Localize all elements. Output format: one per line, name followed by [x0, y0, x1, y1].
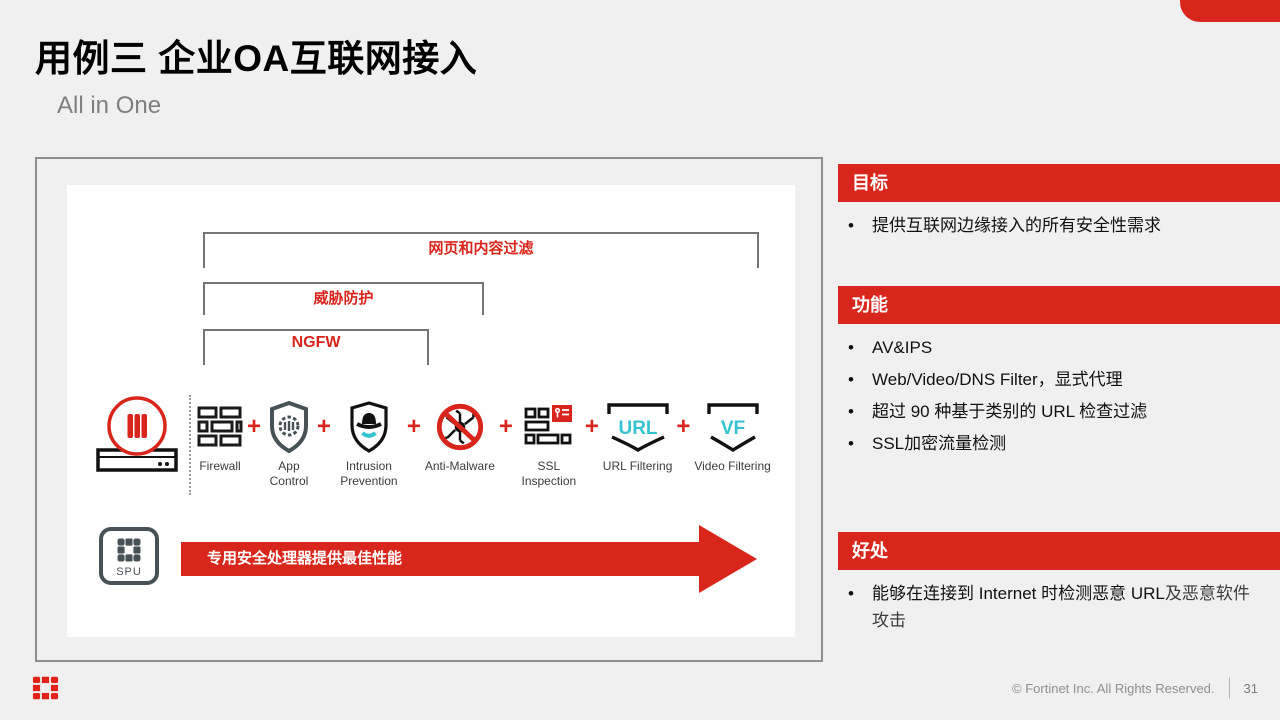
- bracket-web-content-filtering: 网页和内容过滤: [203, 232, 759, 268]
- app-control-icon: [266, 401, 312, 453]
- feature-label: Anti-Malware: [424, 459, 495, 473]
- feature-app-control: App Control: [265, 401, 313, 489]
- vf-icon-text: VF: [720, 418, 744, 439]
- bracket-label: NGFW: [291, 334, 341, 351]
- plus-separator: +: [316, 413, 331, 440]
- list-item: • 超过 90 种基于类别的 URL 检查过滤: [846, 400, 1270, 423]
- spu-chip-icon: SPU: [99, 527, 159, 585]
- bracket-label: 网页和内容过滤: [428, 240, 534, 257]
- feature-url-filtering: URL URL Filtering: [602, 401, 673, 474]
- fortigate-appliance-icon: [95, 395, 179, 473]
- diagram-frame: [35, 157, 823, 662]
- feature-label: Firewall: [199, 459, 241, 473]
- goal-bullet-list: • 提供互联网边缘接入的所有安全性需求: [846, 214, 1270, 246]
- diagram-panel: 网页和内容过滤 威胁防护 NGFW: [67, 185, 795, 637]
- benefits-bullet-list: • 能够在连接到 Internet 时检测恶意 URL及恶意软件攻击: [846, 580, 1260, 643]
- bullet-text-main: 能够在连接到 Internet 时检测恶意 URL: [872, 584, 1165, 603]
- bullet-text: AV&IPS: [872, 338, 933, 357]
- section-heading-text: 目标: [852, 173, 888, 193]
- bullet-dot: •: [848, 584, 854, 603]
- bullet-dot: •: [848, 434, 854, 453]
- video-filtering-icon: VF: [705, 401, 761, 453]
- section-heading-text: 功能: [852, 295, 888, 315]
- copyright-text: © Fortinet Inc. All Rights Reserved.: [1012, 680, 1215, 696]
- feature-label: Video Filtering: [694, 459, 771, 473]
- bullet-text: Web/Video/DNS Filter，显式代理: [872, 370, 1123, 389]
- feature-intrusion-prevention: Intrusion Prevention: [335, 401, 403, 489]
- performance-arrow-text: 专用安全处理器提供最佳性能: [207, 550, 403, 567]
- performance-arrow: 专用安全处理器提供最佳性能: [181, 542, 699, 576]
- section-heading-benefits: 好处: [838, 532, 1280, 570]
- feature-firewall: Firewall: [197, 401, 243, 474]
- bracket-ngfw: NGFW: [203, 329, 429, 365]
- bracket-label: 威胁防护: [313, 290, 374, 307]
- bullet-text: 超过 90 种基于类别的 URL 检查过滤: [872, 402, 1148, 421]
- feature-label: URL Filtering: [602, 459, 673, 473]
- bracket-threat-protection: 威胁防护: [203, 282, 484, 315]
- feature-icon-row: Firewall + App Control +: [197, 401, 771, 489]
- feature-ssl-inspection: SSL Inspection: [517, 401, 581, 489]
- bullet-text: SSL加密流量检测: [872, 434, 1007, 453]
- feature-label: Intrusion Prevention: [340, 459, 398, 488]
- page-title: 用例三 企业OA互联网接入: [35, 38, 478, 79]
- plus-separator: +: [676, 413, 691, 440]
- corner-accent-tab: [1180, 0, 1280, 22]
- performance-arrow-head: [699, 525, 757, 593]
- bullet-dot: •: [848, 216, 854, 235]
- plus-separator: +: [406, 413, 421, 440]
- bullet-text-serif: 及恶意软件攻击: [872, 584, 1250, 630]
- plus-separator: +: [498, 413, 513, 440]
- bullet-text: 能够在连接到 Internet 时检测恶意 URL及恶意软件攻击: [872, 580, 1260, 634]
- url-icon-text: URL: [618, 418, 657, 439]
- firewall-icon: [197, 401, 243, 453]
- intrusion-prevention-icon: [346, 401, 392, 453]
- feature-video-filtering: VF Video Filtering: [694, 401, 771, 474]
- list-item: • Web/Video/DNS Filter，显式代理: [846, 368, 1270, 391]
- bullet-dot: •: [848, 338, 854, 357]
- list-item: • AV&IPS: [846, 336, 1270, 359]
- features-bullet-list: • AV&IPS • Web/Video/DNS Filter，显式代理 • 超…: [846, 336, 1270, 464]
- page-number: 31: [1243, 680, 1258, 696]
- feature-label: App Control: [269, 459, 309, 488]
- dotted-divider: [189, 395, 191, 495]
- spu-label: SPU: [116, 565, 142, 578]
- anti-malware-icon: [435, 401, 485, 453]
- url-filtering-icon: URL: [605, 401, 671, 453]
- section-heading-goal: 目标: [838, 164, 1280, 202]
- bullet-text: 提供互联网边缘接入的所有安全性需求: [872, 216, 1161, 235]
- plus-separator: +: [246, 413, 261, 440]
- section-heading-text: 好处: [852, 541, 888, 561]
- ssl-inspection-icon: [524, 401, 574, 453]
- bullet-dot: •: [848, 370, 854, 389]
- list-item: • SSL加密流量检测: [846, 432, 1270, 455]
- bullet-dot: •: [848, 402, 854, 421]
- page-subtitle: All in One: [57, 92, 162, 119]
- footer: © Fortinet Inc. All Rights Reserved. 31: [1012, 677, 1258, 699]
- fortinet-logo-icon: [32, 675, 59, 701]
- list-item: • 能够在连接到 Internet 时检测恶意 URL及恶意软件攻击: [846, 580, 1260, 634]
- feature-label: SSL Inspection: [521, 459, 577, 488]
- section-heading-features: 功能: [838, 286, 1280, 324]
- list-item: • 提供互联网边缘接入的所有安全性需求: [846, 214, 1270, 237]
- plus-separator: +: [584, 413, 599, 440]
- feature-anti-malware: Anti-Malware: [425, 401, 495, 474]
- footer-divider: [1228, 677, 1230, 699]
